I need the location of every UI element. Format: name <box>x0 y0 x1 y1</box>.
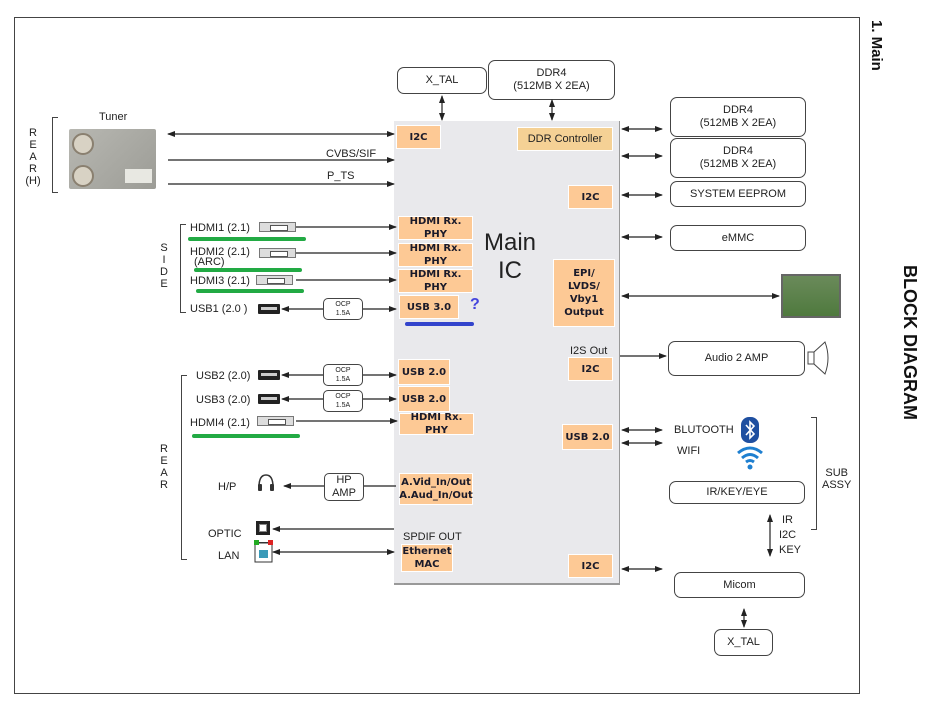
wifi-label: WIFI <box>677 445 701 457</box>
side-bracket <box>180 224 186 313</box>
hdmi4-label: HDMI4 (2.1) <box>190 417 250 429</box>
ddr4-box-b: DDR4 (512MB X 2EA) <box>670 138 806 178</box>
hdmi2-label: HDMI2 (2.1) <box>190 246 250 258</box>
tuner-module-icon <box>69 129 156 189</box>
i2s-out-label: I2S Out <box>570 345 608 357</box>
side-label: S I D E <box>160 242 168 290</box>
analog-av-io-block: A.Vid_In/Out A.Aud_In/Out <box>399 473 473 505</box>
ocp-usb2-box: OCP 1.5A <box>323 364 363 386</box>
rear-bracket <box>181 375 187 560</box>
bluetooth-icon <box>741 417 759 443</box>
ocp-usb3-box: OCP 1.5A <box>323 390 363 412</box>
usb20-right-block: USB 2.0 <box>562 424 613 450</box>
sub-assy-bracket <box>811 417 817 530</box>
bluetooth-label: BLUTOOTH <box>674 424 734 436</box>
hdmi3-label: HDMI3 (2.1) <box>190 275 250 287</box>
hdmi4-highlight <box>192 434 300 438</box>
rear-label: R E A R <box>160 443 168 491</box>
rear-h-bracket <box>52 117 58 193</box>
wifi-icon <box>737 446 763 470</box>
hdmi-rx-phy-4: HDMI Rx. PHY <box>399 412 474 436</box>
usb30-highlight <box>405 322 474 326</box>
spdif-out-label: SPDIF OUT <box>403 531 462 543</box>
ocp-usb1-box: OCP 1.5A <box>323 298 363 320</box>
p-ts-label: P_TS <box>327 170 355 182</box>
main-ic-label: Main IC <box>483 229 537 284</box>
i2c-tuner-block: I2C <box>396 125 441 149</box>
display-panel-icon <box>781 274 841 318</box>
optical-port-icon <box>256 521 270 535</box>
epi-lvds-vby1-output-block: EPI/ LVDS/ Vby1 Output <box>553 259 615 327</box>
i2c-audio-block: I2C <box>568 357 613 381</box>
headphone-icon <box>258 474 274 491</box>
i2c-micom-block: I2C <box>568 554 613 578</box>
usb1-label: USB1 (2.0 ) <box>190 303 248 315</box>
usb-port-icon <box>258 304 280 314</box>
tuner-label: Tuner <box>99 111 128 123</box>
hdmi-connector-icon <box>259 222 296 232</box>
hdmi2-highlight <box>194 268 302 272</box>
xtal-bottom-box: X_TAL <box>714 629 773 656</box>
ddr-controller-block: DDR Controller <box>517 127 613 151</box>
hdmi-rx-phy-1: HDMI Rx. PHY <box>398 216 473 240</box>
xtal-top-box: X_TAL <box>397 67 487 94</box>
cvbs-sif-label: CVBS/SIF <box>326 148 377 160</box>
hdmi-connector-icon <box>256 275 293 285</box>
sub-assy-label: SUB ASSY <box>822 467 852 491</box>
rear-h-label: R E A R (H) <box>25 127 41 187</box>
speaker-icon <box>807 341 829 375</box>
usb20-block-b: USB 2.0 <box>398 386 450 412</box>
usb30-question-mark: ? <box>470 296 480 313</box>
lan-port-icon <box>254 540 273 563</box>
diagram-frame <box>14 17 860 694</box>
hp-amp-box: HP AMP <box>324 473 364 501</box>
emmc-box: eMMC <box>670 225 806 251</box>
hdmi-rx-phy-3: HDMI Rx. PHY <box>398 269 473 293</box>
hdmi2-arc-label: (ARC) <box>194 256 225 268</box>
usb30-block: USB 3.0 <box>399 295 459 319</box>
i2c-eeprom-block: I2C <box>568 185 613 209</box>
micom-box: Micom <box>674 572 805 598</box>
ddr4-top-box: DDR4 (512MB X 2EA) <box>488 60 615 100</box>
hdmi1-label: HDMI1 (2.1) <box>190 222 250 234</box>
usb3-label: USB3 (2.0) <box>196 394 251 406</box>
audio-amp-box: Audio 2 AMP <box>668 341 805 376</box>
ddr4-box-a: DDR4 (512MB X 2EA) <box>670 97 806 137</box>
optic-label: OPTIC <box>208 528 242 540</box>
hdmi1-highlight <box>188 237 306 241</box>
hdmi-rx-phy-2: HDMI Rx. PHY <box>398 243 473 267</box>
system-eeprom-box: SYSTEM EEPROM <box>670 181 806 207</box>
section-title: 1. Main <box>868 20 885 71</box>
usb20-block-a: USB 2.0 <box>398 359 450 385</box>
ethernet-mac-block: Ethernet MAC <box>401 544 453 572</box>
hdmi-connector-icon <box>259 248 296 258</box>
usb-port-icon <box>258 394 280 404</box>
usb2-label: USB2 (2.0) <box>196 370 251 382</box>
lan-label: LAN <box>218 550 240 562</box>
diagram-title: BLOCK DIAGRAM <box>900 265 920 420</box>
ir-key-eye-box: IR/KEY/EYE <box>669 481 805 504</box>
hdmi-connector-icon <box>257 416 294 426</box>
hp-label: H/P <box>218 481 237 493</box>
usb-port-icon <box>258 370 280 380</box>
ir-i2c-key-labels: IR I2C KEY <box>779 514 802 556</box>
hdmi3-highlight <box>196 289 304 293</box>
